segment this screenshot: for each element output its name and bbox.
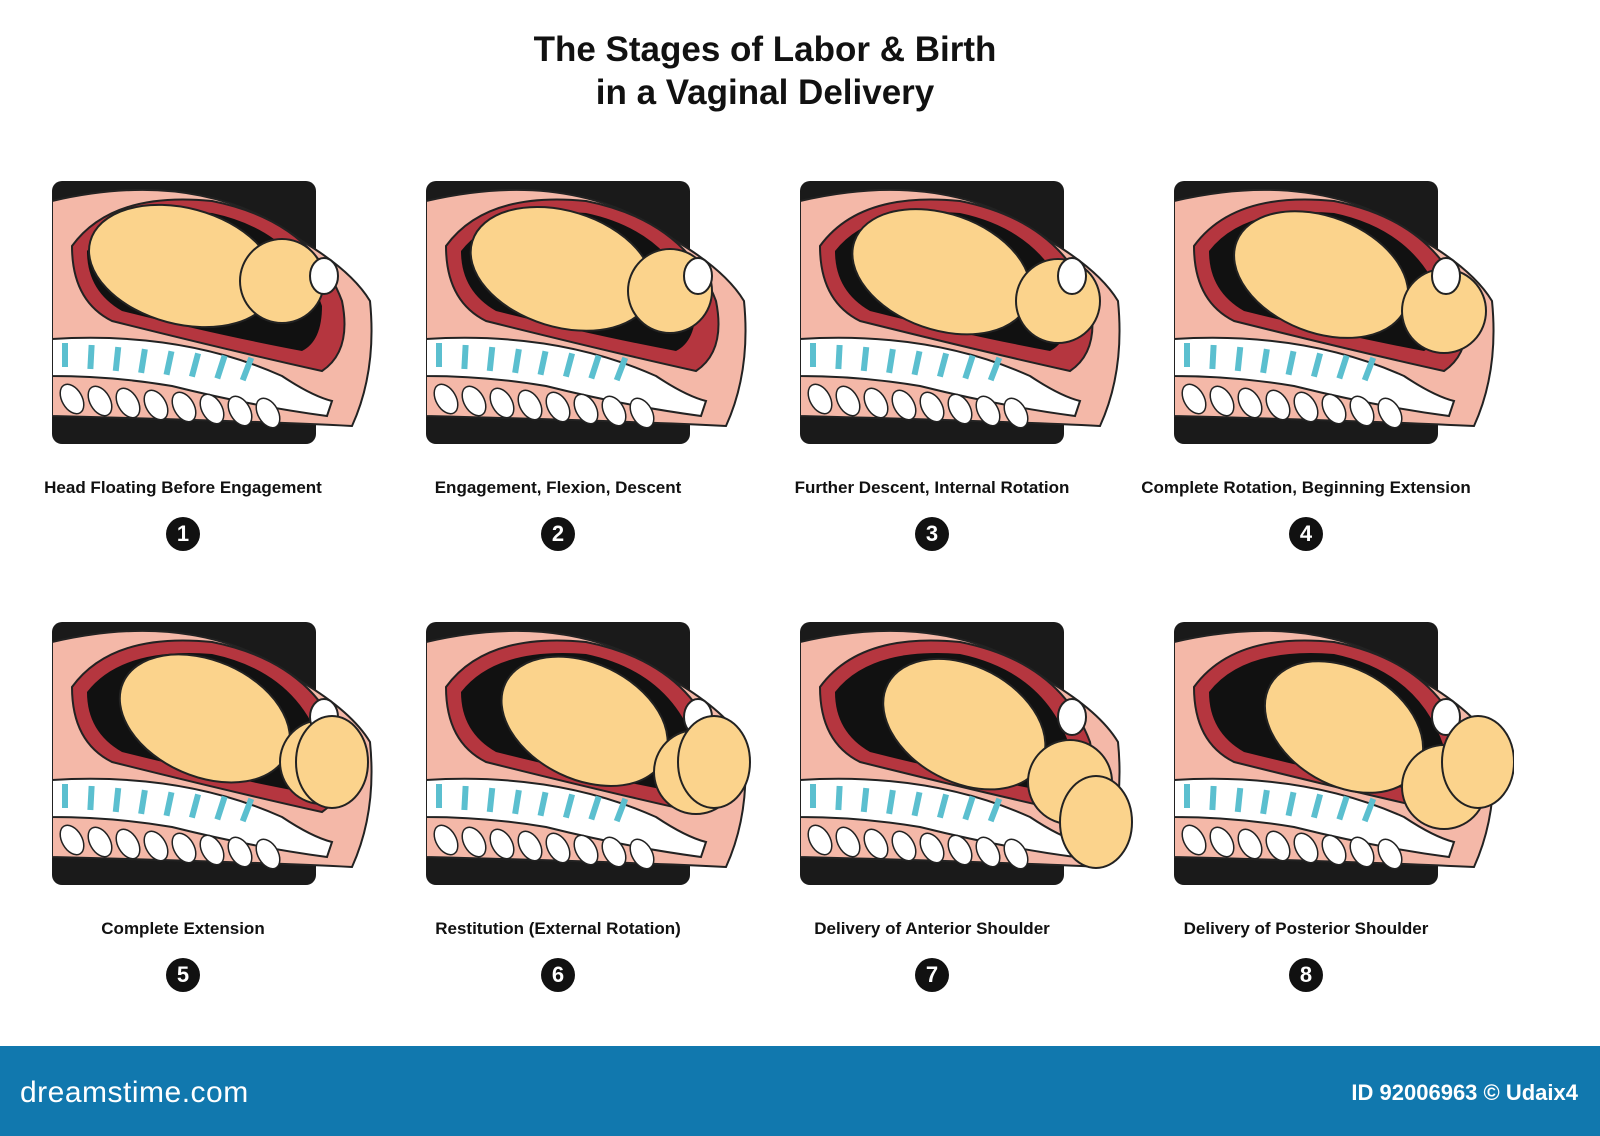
title-line-2: in a Vaginal Delivery [595,73,935,112]
stage-illustration [426,171,766,461]
footer-bar: dreamstime.com ID 92006963 © Udaix4 [0,1046,1600,1136]
stage-illustration [52,171,392,461]
stage-illustration [800,612,1140,902]
stage-number-badge: 4 [1289,517,1323,551]
stage-illustration [1174,612,1514,902]
stage-illustration [800,171,1140,461]
image-credit: ID 92006963 © Udaix4 [1351,1080,1578,1105]
page-title: The Stages of Labor & Birth in a Vaginal… [0,28,1530,114]
dreamstime-logo: dreamstime.com [20,1076,249,1109]
stage-label: Delivery of Anterior Shoulder [814,919,1050,938]
stage-number-badge: 5 [166,958,200,992]
stage-label: Head Floating Before Engagement [44,478,322,497]
stage-number-badge: 3 [915,517,949,551]
stage-illustration [426,612,766,902]
stage-number-badge: 2 [541,517,575,551]
title-line-1: The Stages of Labor & Birth [533,30,997,69]
stage-number-badge: 6 [541,958,575,992]
stage-label: Further Descent, Internal Rotation [794,478,1070,497]
stage-number-badge: 8 [1289,958,1323,992]
stage-label: Restitution (External Rotation) [435,919,681,938]
stage-illustration [1174,171,1514,461]
stage-label: Complete Extension [101,919,265,938]
stage-number-badge: 1 [166,517,200,551]
stage-number-badge: 7 [915,958,949,992]
stage-label: Engagement, Flexion, Descent [434,478,682,497]
stage-label: Complete Rotation, Beginning Extension [1141,478,1471,497]
stage-illustration [52,612,392,902]
stage-label: Delivery of Posterior Shoulder [1183,919,1429,938]
